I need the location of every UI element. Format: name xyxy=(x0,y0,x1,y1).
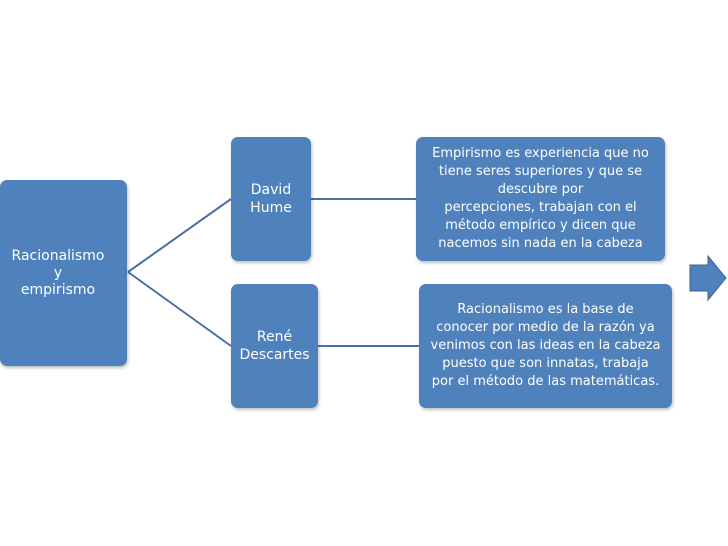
description-node-racionalismo: Racionalismo es la base de conocer por m… xyxy=(419,284,672,408)
description-racionalismo: Racionalismo es la base de conocer por m… xyxy=(430,302,661,389)
philosopher-name-descartes: René Descartes xyxy=(239,329,310,363)
philosopher-node-hume: David Hume xyxy=(231,137,311,261)
root-node: Racionalismo y empirismo xyxy=(0,180,127,366)
description-empirismo: Empirismo es experiencia que no tiene se… xyxy=(432,146,649,251)
right-arrow-icon[interactable] xyxy=(689,254,727,302)
connector-root-to-descartes xyxy=(127,271,232,347)
philosopher-node-descartes: René Descartes xyxy=(231,284,318,408)
description-node-empirismo: Empirismo es experiencia que no tiene se… xyxy=(416,137,665,261)
philosopher-name-hume: David Hume xyxy=(250,182,292,216)
connector-root-to-hume xyxy=(127,198,232,273)
root-label: Racionalismo y empirismo xyxy=(11,247,105,298)
